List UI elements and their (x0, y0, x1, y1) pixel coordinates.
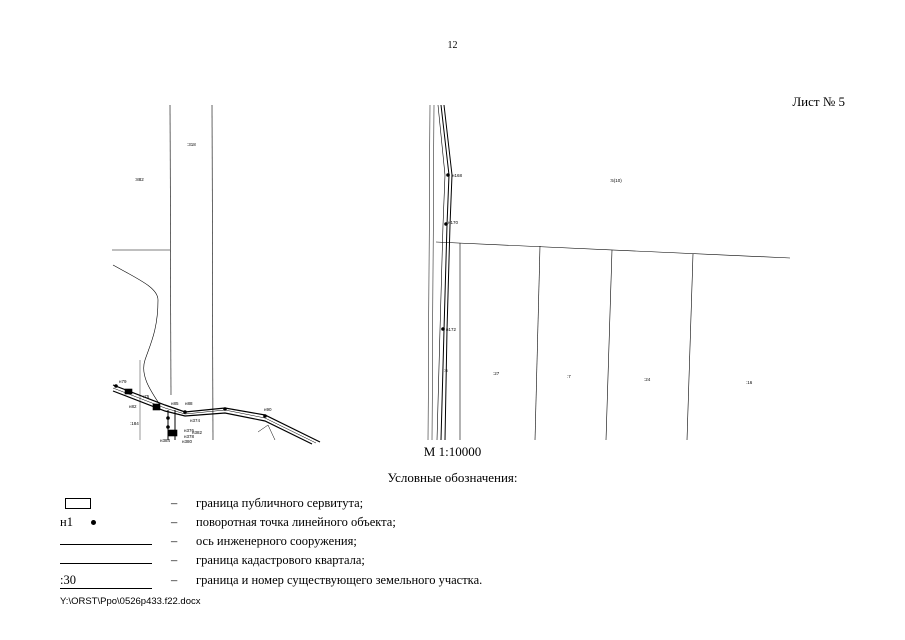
turning-point (114, 384, 118, 388)
structure-mark (124, 388, 133, 395)
map-scale: М 1:10000 (423, 444, 482, 459)
point-label: н168 (452, 173, 462, 178)
point-label: н384 (160, 438, 170, 443)
legend-description: граница и номер существующего земельного… (196, 573, 483, 587)
road-line (427, 104, 431, 441)
cadastral-map: :318 :882 :184 н79 :75 н82 н85 н88 н90 н… (112, 104, 791, 445)
legend-dash: – (171, 553, 178, 567)
parcel-boundary (605, 249, 613, 441)
turning-point (166, 416, 170, 420)
point-label: н170 (448, 220, 458, 225)
turning-point-label: н1 (60, 515, 73, 529)
legend-item-turning-point: н1 – поворотная точка линейного объекта; (60, 515, 760, 533)
point-label: н79 (119, 379, 127, 384)
parcel-boundary (257, 424, 276, 441)
parcel-boundary (534, 245, 541, 441)
point-label: н90 (264, 407, 272, 412)
land-plot-symbol: :30 (60, 573, 160, 591)
point-label: н172 (446, 327, 456, 332)
right-map (427, 104, 791, 441)
parcel-label: :184 (130, 421, 139, 426)
road-line (431, 104, 435, 441)
right-map-labels: н168 н170 н172 :5(10) :27 :7 :24 :16 :6 (444, 173, 753, 385)
land-plot-number: :30 (60, 573, 76, 587)
turning-point (166, 425, 170, 429)
parcel-label: :6 (444, 368, 448, 373)
legend-description: ось инженерного сооружения; (196, 534, 357, 548)
parcel-boundary (686, 253, 694, 441)
parcel-label: :24 (644, 377, 651, 382)
legend-dash: – (171, 496, 178, 510)
left-map-points (114, 384, 267, 429)
sheet-label: Лист № 5 (792, 94, 845, 109)
easement-boundary (112, 384, 321, 443)
parcel-label: :7 (567, 374, 571, 379)
point-label: н374 (190, 418, 200, 423)
legend-dash: – (171, 515, 178, 529)
easement-symbol (60, 496, 160, 514)
point-label: н382 (192, 430, 202, 435)
page-number: 12 (447, 40, 458, 51)
parcel-boundary (435, 241, 791, 259)
parcel-label: :882 (135, 177, 144, 182)
legend-item-easement: – граница публичного сервитута; (60, 496, 760, 514)
parcel-label: :16 (746, 380, 753, 385)
point-label: н82 (129, 404, 137, 409)
left-map (112, 104, 321, 445)
turning-point (446, 173, 450, 177)
structure-mark (167, 429, 178, 437)
parcel-boundary (112, 264, 161, 406)
point-label: н85 (171, 401, 179, 406)
point-label: н380 (182, 439, 192, 444)
parcel-label: :27 (493, 371, 500, 376)
point-label: н376 (184, 428, 194, 433)
legend-dash: – (171, 534, 178, 548)
parcel-label: :75 (143, 394, 150, 399)
legend-description: поворотная точка линейного объекта; (196, 515, 396, 529)
structure-axis-symbol (60, 534, 160, 552)
point-label: н378 (184, 434, 194, 439)
parcel-boundary (169, 104, 172, 396)
turning-point-symbol: н1 (60, 515, 160, 533)
parcel-boundary (211, 104, 214, 441)
easement-boundary (440, 104, 450, 441)
file-path: Y:\ORST\Ppo\0526p433.f22.docx (60, 596, 201, 607)
structure-mark (152, 403, 161, 411)
turning-point (183, 410, 187, 414)
structure-axis (436, 104, 446, 441)
right-map-points (441, 173, 450, 331)
dot-icon (91, 520, 96, 525)
turning-point (263, 414, 267, 418)
legend-dash: – (171, 573, 178, 587)
parcel-label: :318 (187, 142, 196, 147)
legend-item-cadastral-quarter: – граница кадастрового квартала; (60, 553, 760, 571)
legend-description: граница публичного сервитута; (196, 496, 364, 510)
legend-item-land-plot: :30 – граница и номер существующего земе… (60, 573, 760, 591)
cadastral-quarter-symbol (60, 553, 160, 571)
point-label: н88 (185, 401, 193, 406)
legend-title: Условные обозначения: (387, 470, 518, 485)
turning-point (444, 222, 448, 226)
easement-boundary (443, 104, 453, 441)
legend-item-structure-axis: – ось инженерного сооружения; (60, 534, 760, 552)
turning-point (441, 327, 445, 331)
turning-point (223, 407, 227, 411)
left-map-labels: :318 :882 :184 н79 :75 н82 н85 н88 н90 н… (119, 142, 272, 444)
parcel-label: :5(10) (610, 178, 622, 183)
legend-description: граница кадастрового квартала; (196, 553, 365, 567)
